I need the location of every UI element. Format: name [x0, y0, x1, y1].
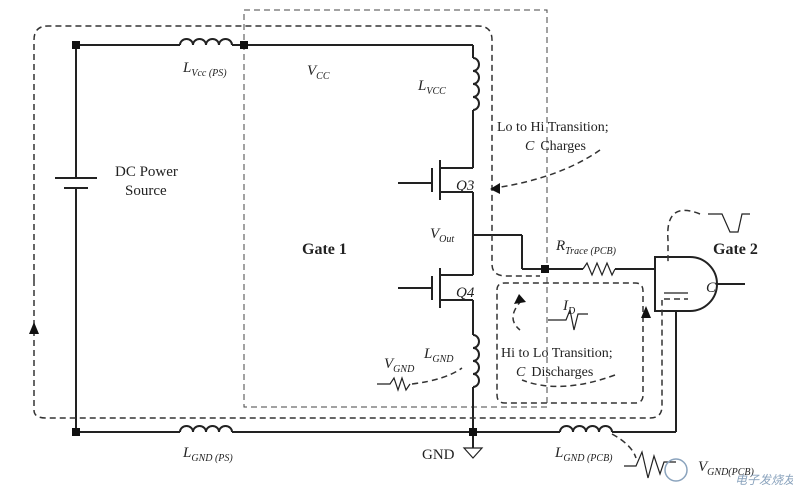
vout-label: VOut [430, 226, 454, 245]
charge-current-path [33, 25, 540, 280]
v-gnd-label: VGND [384, 356, 415, 375]
junction-dot [541, 265, 549, 273]
l-gnd-ps-inductor [179, 425, 233, 433]
junction-dot [469, 428, 477, 436]
id-waveform [548, 307, 588, 331]
r-trace-resistor [582, 261, 616, 277]
watermark-logo-icon [664, 458, 688, 482]
vcc-label: VCC [307, 63, 330, 82]
v-gnd-noise [377, 376, 411, 392]
input-pulse [708, 213, 750, 233]
id-label: ID [562, 298, 576, 317]
hi-lo-annotation-line1: Hi to Lo Transition; [501, 346, 613, 361]
lo-hi-arrowhead [490, 183, 500, 194]
gnd-label: GND [422, 447, 455, 463]
junction-dot [240, 41, 248, 49]
discharge-region [496, 282, 644, 404]
return-current-path [33, 280, 663, 419]
c-gate-label: C [706, 280, 717, 296]
l-gnd-ps-label: LGND (PS) [182, 445, 233, 464]
gate2-label: Gate 2 [713, 241, 758, 258]
l-gnd-pcb-label: LGND (PCB) [554, 445, 613, 464]
l-vcc-inductor [472, 57, 480, 111]
r-trace-label: RTrace (PCB) [555, 238, 617, 257]
gnd-symbol [462, 447, 484, 459]
v-gnd-pcb-arrow [611, 433, 637, 459]
l-vcc-ps-label: LVcc (PS) [182, 60, 227, 79]
v-gnd-pcb-noise [624, 450, 676, 479]
l-vcc-label: LVCC [417, 78, 446, 97]
hi-lo-arrow [521, 374, 616, 388]
gate1-boundary [243, 9, 548, 408]
id-arrowhead [514, 294, 526, 304]
discharge-arrow [641, 306, 651, 318]
l-gnd-label: LGND [423, 346, 454, 365]
l-gnd-pcb-inductor [559, 425, 613, 433]
watermark-text: 电子发烧友 [735, 473, 793, 487]
junction-dot [72, 41, 80, 49]
current-arrow-up [29, 322, 39, 334]
dc-power-label-line2: Source [125, 183, 167, 199]
q4-label: Q4 [456, 285, 475, 301]
id-arrow [512, 299, 523, 331]
input-signal-path [667, 209, 701, 262]
junction-dot [72, 428, 80, 436]
v-gnd-pcb-label: VGND(PCB) [698, 459, 755, 478]
l-gnd-inductor [472, 334, 480, 388]
lo-hi-annotation-line1: Lo to Hi Transition; [497, 120, 609, 135]
v-gnd-arrow [411, 367, 463, 385]
l-vcc-ps-inductor [179, 38, 233, 46]
gate2-body [654, 256, 718, 312]
dc-power-label-line1: DC Power [115, 164, 178, 180]
q3-label: Q3 [456, 178, 474, 194]
lo-hi-arrow [494, 149, 601, 189]
gate1-label: Gate 1 [302, 241, 347, 258]
